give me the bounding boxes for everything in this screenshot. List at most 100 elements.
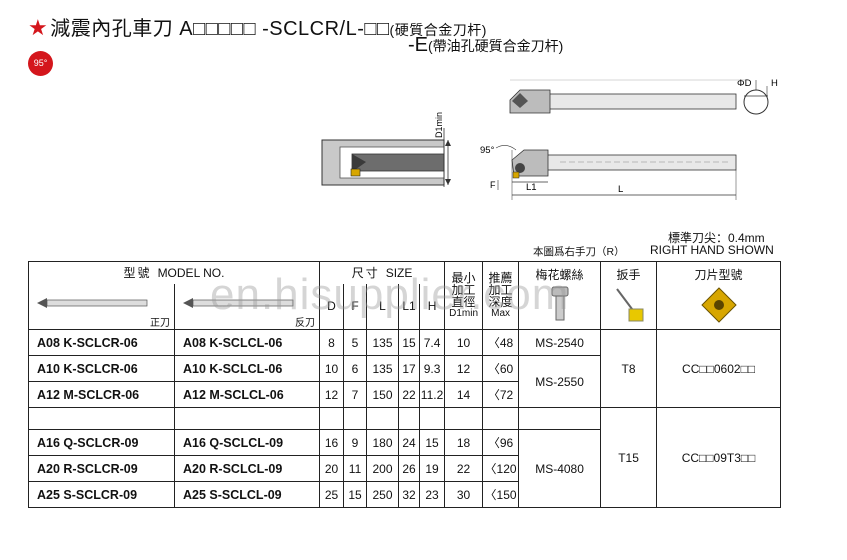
cell-screw: MS-2540 (518, 329, 602, 356)
table-subheader-row: 正刀 反刀 D F L L1 H (28, 283, 781, 330)
angle-label: 95° (480, 145, 495, 156)
phi-d-label: ΦD (737, 78, 752, 89)
left-hand-tool-icon (183, 298, 294, 308)
page-title: ★減震內孔車刀 A□□□□□ -SCLCR/L-□□(硬質合金刀杆) (28, 12, 487, 41)
insert-header: 刀片型號 (656, 261, 782, 330)
cell-l: 135 (366, 355, 400, 382)
cell-max: 〈150 (482, 481, 520, 508)
star-icon: ★ (28, 15, 49, 40)
cell-l1: 15 (398, 329, 421, 356)
model-left: A25 S-SCLCL-09 (173, 481, 321, 508)
model-left: A08 K-SCLCL-06 (173, 329, 321, 356)
model-left: A20 R-SCLCL-09 (173, 455, 321, 482)
tool-end-view (743, 80, 769, 115)
cell-l: 150 (366, 381, 400, 408)
insert-icon (700, 287, 737, 323)
cell-l1: 26 (398, 455, 421, 482)
title-main-sub: (硬質合金刀杆) (389, 22, 487, 38)
right-hand-tool-icon (37, 298, 148, 308)
cell-d: 12 (319, 381, 345, 408)
f-label: F (490, 180, 496, 190)
cell-l: 135 (366, 329, 400, 356)
cell-d1min: 10 (444, 329, 484, 356)
cell-screw: MS-4080 (518, 429, 602, 508)
hand-note-en: RIGHT HAND SHOWN (650, 243, 774, 257)
cell-l1: 24 (398, 429, 421, 456)
cell-d1min: 12 (444, 355, 484, 382)
cell-f: 7 (343, 381, 368, 408)
cell-insert: CC□□0602□□ (656, 329, 782, 408)
cell-l1: 22 (398, 381, 421, 408)
table-row: A20 R-SCLCR-09 A20 R-SCLCL-09 20 11 200 … (28, 455, 781, 482)
l1-label: L1 (526, 182, 537, 193)
cell-wrench: T8 (600, 329, 658, 408)
wrench-icon (615, 288, 644, 322)
rec-depth-header: 推薦加工深度 Max (482, 261, 520, 330)
cell-l1: 17 (398, 355, 421, 382)
cell-f: 6 (343, 355, 368, 382)
wrench-header: 扳手 (600, 261, 658, 330)
cell-max: 〈48 (482, 329, 520, 356)
h-label: H (771, 78, 778, 89)
cell-h: 11.2 (419, 381, 446, 408)
model-left: A12 M-SCLCL-06 (173, 381, 321, 408)
model-right: A25 S-SCLCR-09 (28, 481, 175, 508)
cell-h: 19 (419, 455, 446, 482)
cell-d: 10 (319, 355, 345, 382)
hand-note-cn: 本圖爲右手刀（R） (533, 246, 625, 258)
f-col-header: F (343, 283, 368, 330)
table-row: A12 M-SCLCR-06 A12 M-SCLCL-06 12 7 150 2… (28, 381, 781, 408)
d1min-label: D1min (434, 112, 444, 138)
cell-l1: 32 (398, 481, 421, 508)
cell-d1min: 30 (444, 481, 484, 508)
l1-col-header: L1 (398, 283, 421, 330)
cell-d: 16 (319, 429, 345, 456)
bore-section-view (321, 128, 451, 187)
cell-h: 9.3 (419, 355, 446, 382)
cell-h: 23 (419, 481, 446, 508)
standard-tip-note: 標準刀尖：0.4mm (668, 231, 765, 245)
title-second-sub: (帶油孔硬質合金刀杆) (428, 38, 564, 54)
tool-top-view (509, 79, 746, 114)
cell-wrench: T15 (600, 407, 658, 508)
min-bore-header: 最小加工直徑 D1min (444, 261, 484, 330)
l-col-header: L (366, 283, 400, 330)
cell-f: 15 (343, 481, 368, 508)
angle-badge: 95° (28, 51, 53, 76)
torx-screw-icon (551, 286, 569, 321)
cell-h: 7.4 (419, 329, 446, 356)
cell-d: 20 (319, 455, 345, 482)
d-col-header: D (319, 283, 345, 330)
l-label: L (618, 184, 623, 195)
model-right: A12 M-SCLCR-06 (28, 381, 175, 408)
cell-f: 11 (343, 455, 368, 482)
title-main: 減震內孔車刀 A□□□□□ -SCLCR/L-□□ (50, 18, 390, 40)
table-row: A25 S-SCLCR-09 A25 S-SCLCL-09 25 15 250 … (28, 481, 781, 508)
cell-h: 15 (419, 429, 446, 456)
cell-max: 〈120 (482, 455, 520, 482)
cell-max: 〈96 (482, 429, 520, 456)
table-row: A08 K-SCLCR-06 A08 K-SCLCL-06 8 5 135 15… (28, 329, 782, 408)
model-left: A16 Q-SCLCL-09 (173, 429, 321, 456)
cell-d: 8 (319, 329, 345, 356)
cell-d1min: 14 (444, 381, 484, 408)
cell-f: 9 (343, 429, 368, 456)
cell-d1min: 22 (444, 455, 484, 482)
model-right: A20 R-SCLCR-09 (28, 455, 175, 482)
model-right: A08 K-SCLCR-06 (28, 329, 175, 356)
cell-max: 〈60 (482, 355, 520, 382)
h-col-header: H (419, 283, 446, 330)
cell-screw: MS-2550 (518, 355, 602, 408)
cell-max: 〈72 (482, 381, 520, 408)
left-hand-header: 反刀 (173, 283, 321, 330)
cell-d: 25 (319, 481, 345, 508)
tool-side-view (495, 145, 737, 200)
tool-drawing: D1min ΦD H 95° F L1 L (321, 78, 778, 200)
cell-d1min: 18 (444, 429, 484, 456)
page-subtitle: -E(帶油孔硬質合金刀杆) (408, 34, 563, 57)
cell-l: 250 (366, 481, 400, 508)
